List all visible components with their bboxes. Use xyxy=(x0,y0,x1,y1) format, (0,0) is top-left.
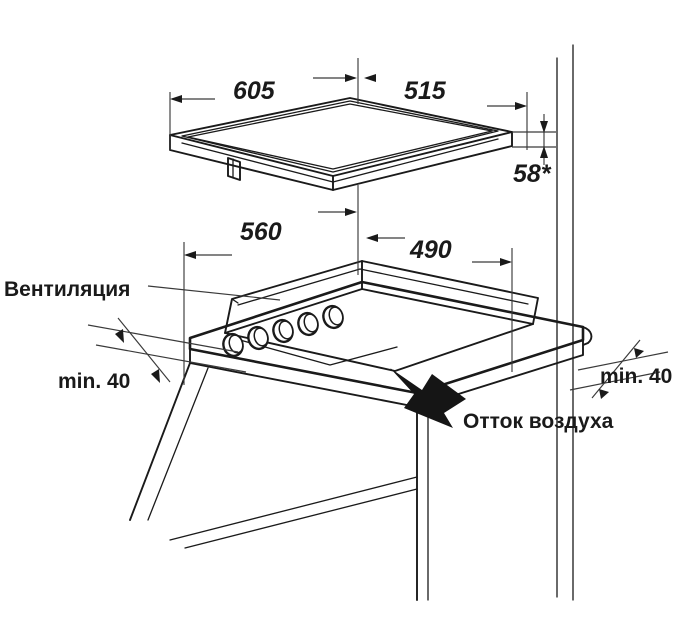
dimension-605-label: 605 xyxy=(233,77,276,105)
dimension-605: 605 xyxy=(169,58,359,150)
clearance-left-label: min. 40 xyxy=(58,370,130,393)
ventilation-leader: Вентиляция xyxy=(4,278,281,301)
dimension-58-label: 58* xyxy=(513,160,552,188)
dimension-515-label: 515 xyxy=(404,77,447,105)
dimension-515: 515 xyxy=(364,74,528,150)
air-outflow-label: Отток воздуха xyxy=(463,410,614,433)
dimension-490-label: 490 xyxy=(409,236,452,264)
clearance-right-label: min. 40 xyxy=(600,365,672,388)
control-knob[interactable] xyxy=(321,304,346,331)
dimension-560: 560 xyxy=(183,185,359,385)
control-knob[interactable] xyxy=(246,325,271,352)
dimension-490: 490 xyxy=(366,234,513,372)
control-knob-group xyxy=(221,304,346,359)
clearance-left: min. 40 xyxy=(58,317,247,393)
cooktop-appliance xyxy=(169,97,513,191)
dimension-560-label: 560 xyxy=(240,218,282,246)
air-outflow-arrow: Отток воздуха xyxy=(390,368,614,433)
worktop-cabinet xyxy=(129,260,593,601)
clearance-right: min. 40 xyxy=(569,339,672,399)
control-knob[interactable] xyxy=(271,318,296,345)
control-knob[interactable] xyxy=(296,311,321,338)
dimension-58: 58* xyxy=(512,114,556,188)
ventilation-label: Вентиляция xyxy=(4,278,130,301)
control-knob[interactable] xyxy=(221,332,246,359)
wall-right xyxy=(556,44,574,601)
